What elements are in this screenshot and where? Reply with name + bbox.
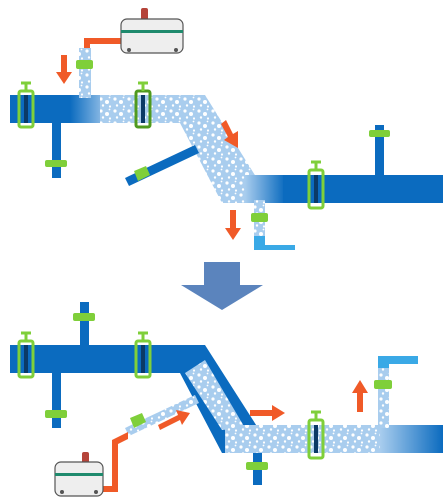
down-arrow-icon (181, 262, 263, 310)
outlet-drain (254, 236, 295, 250)
flow-arrow-icon-bottom (158, 380, 368, 430)
main-pipe-bottom (10, 345, 443, 453)
branch-pipe-up-right (375, 125, 384, 177)
branch-pipe-down-left-b (52, 373, 61, 428)
valve-icon-bottom (17, 331, 325, 460)
foam-generator-icon (120, 8, 184, 54)
branch-pipe-diagonal (125, 145, 199, 186)
small-valves-bottom (45, 313, 392, 470)
valve-icon (17, 81, 325, 210)
small-valves (45, 60, 390, 222)
feed-line (84, 38, 122, 48)
flow-arrow-icon (56, 55, 241, 240)
diagonal-foam-inlet (125, 395, 199, 436)
return-outlet (378, 356, 418, 368)
foam-return-pipe (378, 362, 389, 428)
valve-dark-bands-bottom (24, 345, 318, 453)
after-cleaning-flow (10, 302, 443, 497)
foam-inlet-pipe (79, 48, 91, 98)
valve-dark-bands (24, 95, 318, 203)
feed-line-bottom (102, 432, 128, 492)
branch-pipe-down-left (52, 123, 61, 178)
before-cleaning-flow (10, 8, 443, 250)
foam-generator-icon-bottom (54, 452, 104, 497)
branch-pipe-up-left (80, 302, 89, 347)
